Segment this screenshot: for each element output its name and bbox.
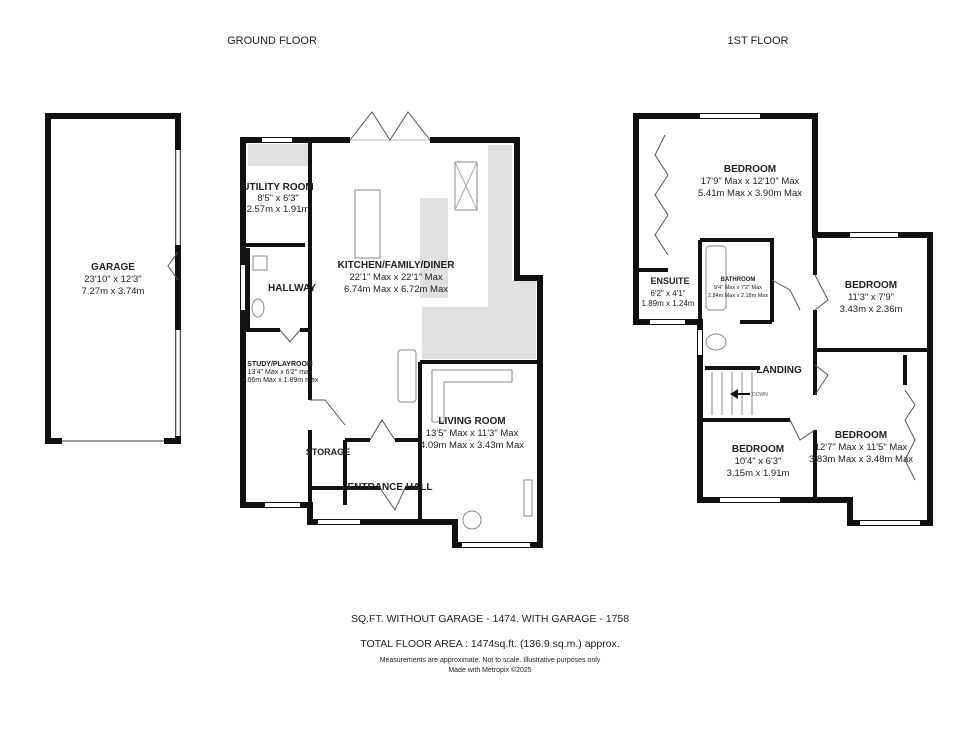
room-dims-imperial: 17'9" Max x 12'10" Max [701,176,800,187]
room-dims-imperial: 13'5" Max x 11'3" Max [426,428,519,439]
room-dims-metric: 1.89m x 1.24m [642,299,695,308]
room-dims-metric: 5.41m Max x 3.90m Max [698,188,802,199]
room-name: BEDROOM [845,280,897,291]
first-floor-plan: DOWN BEDROOM 17'9" Max x 12'10" Max 5.41… [633,113,933,526]
room-dims-imperial: 12'7" Max x 11'5" Max [815,442,908,453]
room-dims-metric: 4.09m Max x 3.43m Max [420,440,524,451]
room-dims-metric: 6.74m Max x 6.72m Max [344,284,448,295]
room-name: UTILITY ROOM [242,182,313,193]
ground-floor-title: GROUND FLOOR [227,35,317,47]
room-dims-imperial: 9'4" Max x 7'2" Max [714,285,762,291]
room-dims-metric: 7.27m x 3.74m [82,286,145,297]
room-name: ENTRANCE HALL [348,482,433,493]
room-name: BEDROOM [724,164,776,175]
room-name: HALLWAY [268,283,316,294]
room-name: BEDROOM [835,430,887,441]
room-dims-imperial: 13'4" Max x 6'2" max [248,369,313,376]
room-name: ENSUITE [650,276,689,286]
room-dims-metric: 2.57m x 1.91m [247,204,310,215]
room-dims-metric: 2.84m Max x 2.18m Max [708,293,768,299]
room-name: STUDY/PLAYROOM [247,361,313,368]
staircase: DOWN [711,372,768,415]
room-dims-metric: 3.15m x 1.91m [727,468,790,479]
garage: GARAGE 23'10" x 12'3" 7.27m x 3.74m [45,113,181,444]
sqft-line: SQ.FT. WITHOUT GARAGE - 1474. WITH GARAG… [351,613,629,625]
disclaimer: Measurements are approximate. Not to sca… [380,657,601,664]
room-name: LIVING ROOM [438,416,505,427]
first-floor-title: 1ST FLOOR [728,35,789,47]
room-dims-imperial: 22'1" Max x 22'1" Max [349,272,443,283]
room-dims-metric: 3.43m x 2.36m [840,304,903,315]
room-dims-imperial: 11'3" x 7'9" [848,292,894,303]
room-dims-metric: 4.06m Max x 1.89m max [242,377,319,384]
room-name: BEDROOM [732,444,784,455]
room-dims-imperial: 23'10" x 12'3" [84,274,141,285]
room-name: LANDING [756,365,802,376]
ground-floor-plan: UTILITY ROOM 8'5" x 6'3" 2.57m x 1.91m H… [240,111,543,548]
room-name: GARAGE [91,262,135,273]
room-dims-imperial: 10'4" x 6'3" [735,456,782,467]
credit: Made with Metropix ©2025 [448,666,531,674]
room-name: STORAGE [306,447,350,457]
room-name: KITCHEN/FAMILY/DINER [338,260,456,271]
room-dims-imperial: 6'2" x 4'1" [651,289,686,298]
stairs-label: DOWN [752,392,768,398]
room-name: BATHROOM [721,277,756,283]
room-dims-imperial: 8'5" x 6'3" [257,193,299,204]
room-dims-metric: 3.83m Max x 3.48m Max [809,454,913,465]
footer: SQ.FT. WITHOUT GARAGE - 1474. WITH GARAG… [351,613,629,674]
total-floor-area: TOTAL FLOOR AREA : 1474sq.ft. (136.9 sq.… [360,638,620,650]
